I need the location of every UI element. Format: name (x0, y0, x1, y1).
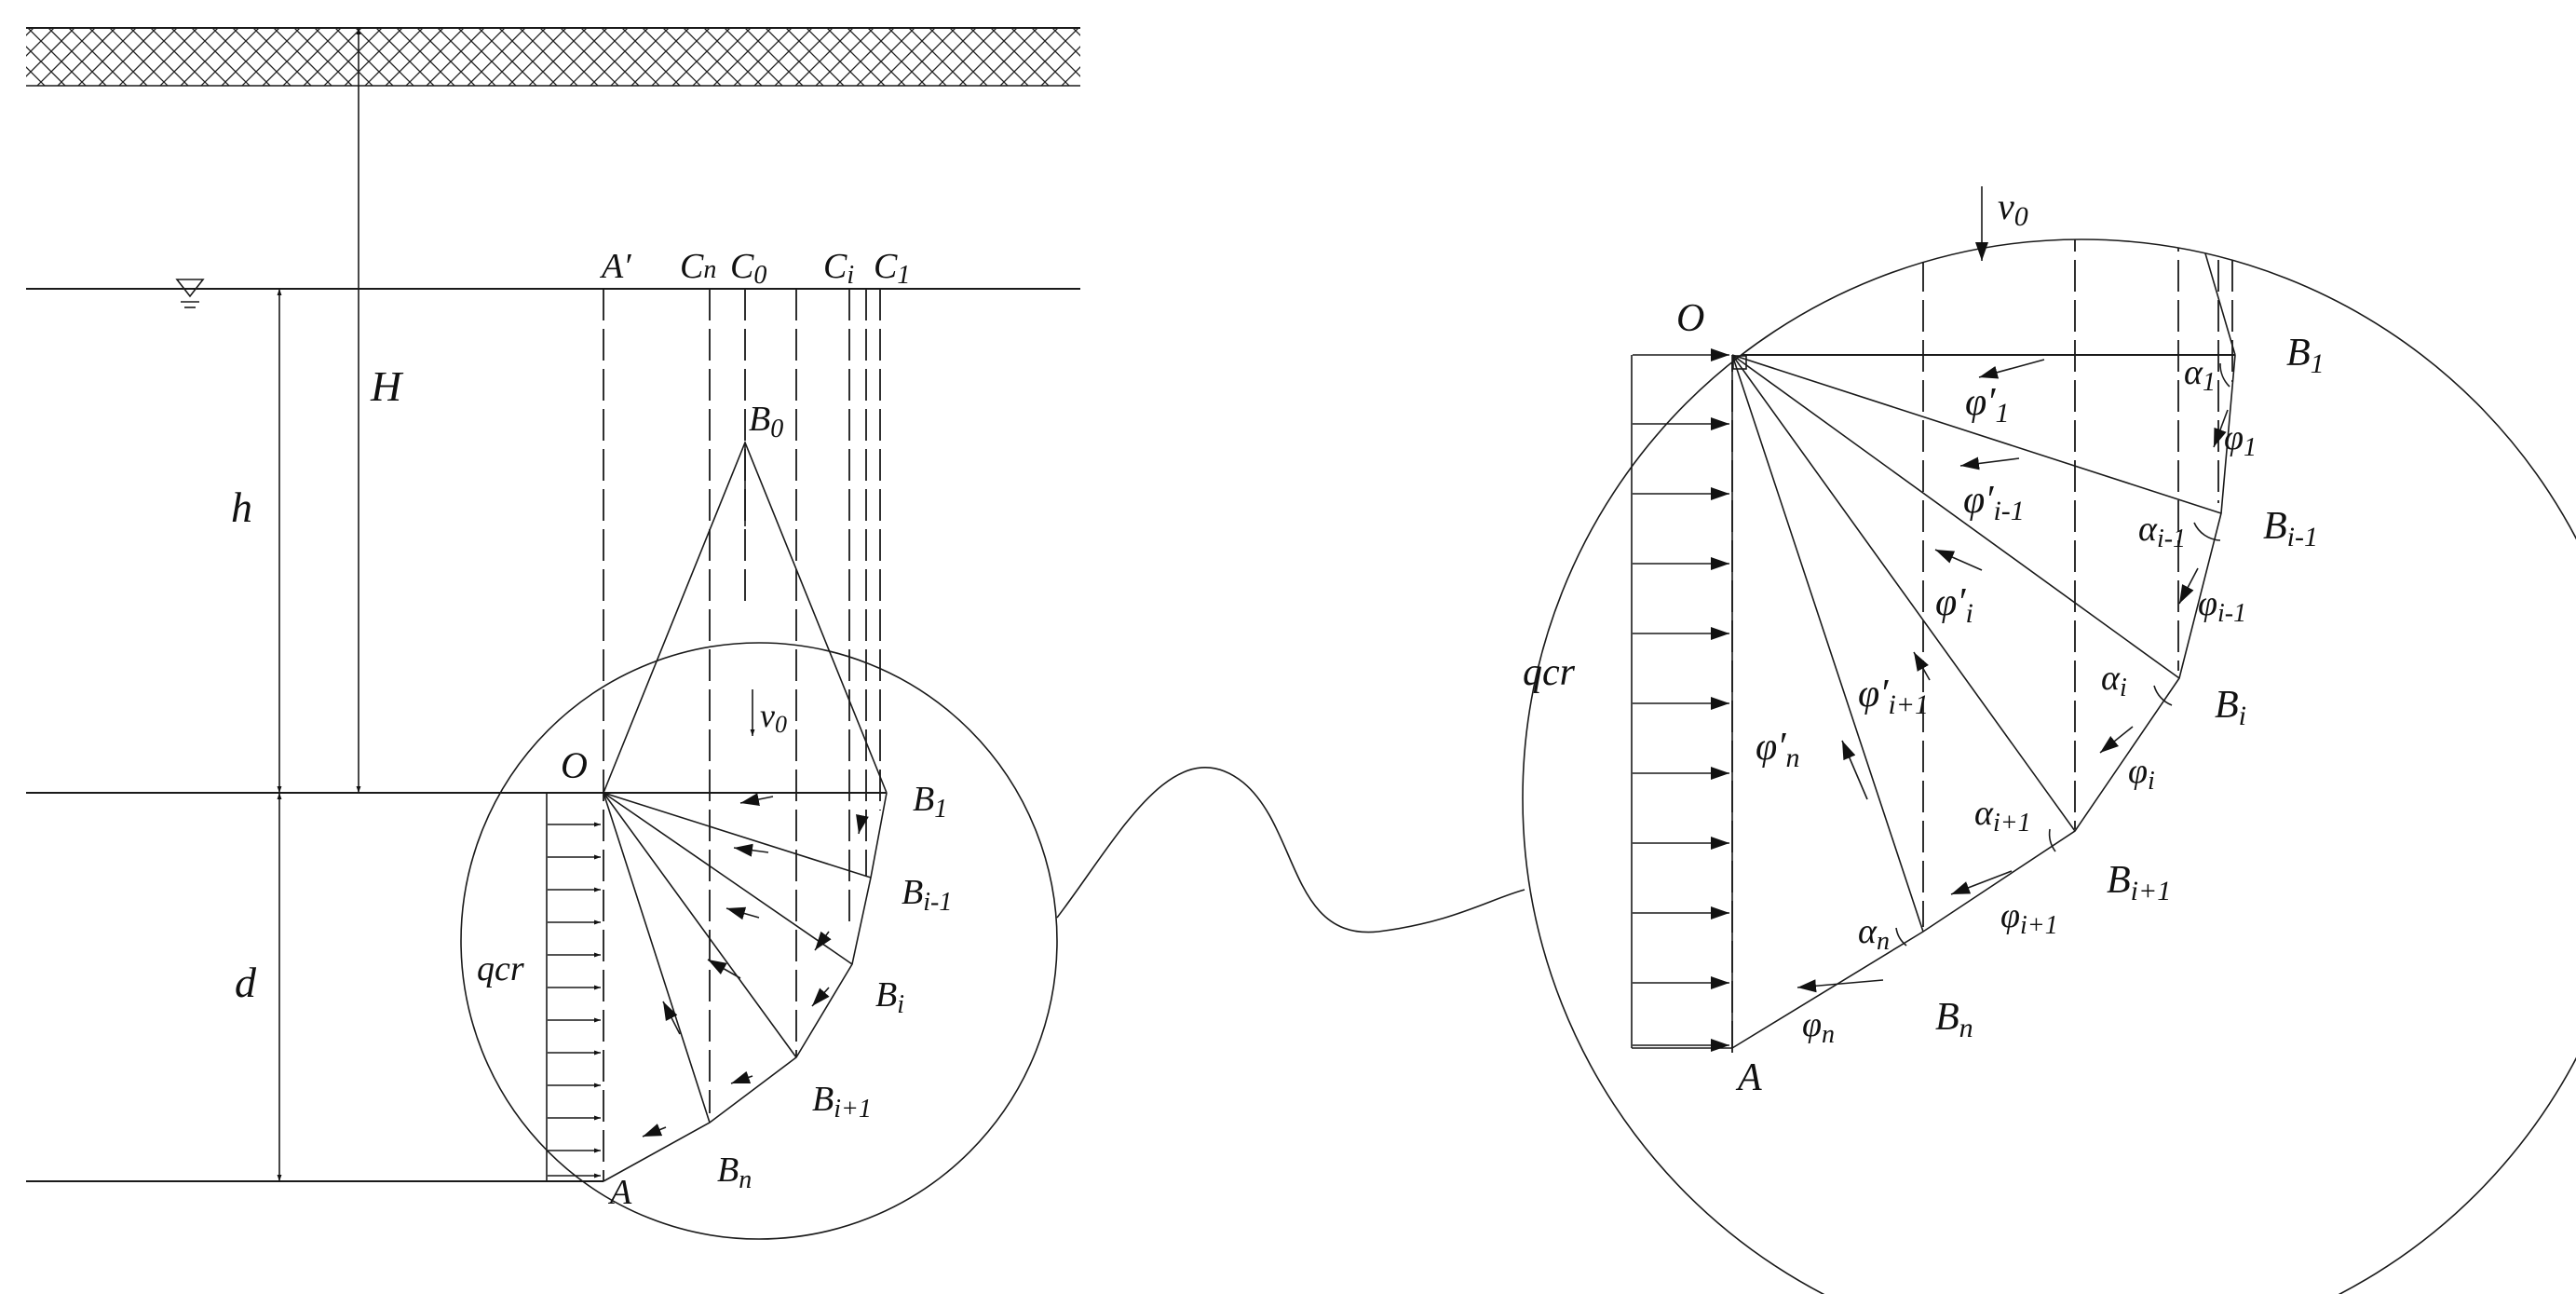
right-angle-mark (1732, 355, 1747, 370)
left-section (26, 27, 1525, 1240)
label-A-left: A (607, 1173, 632, 1212)
label-qcr-left: qcr (477, 949, 524, 988)
label-Bim1-left: Bi-1 (902, 873, 952, 917)
label-qcr-right: qcr (1523, 651, 1576, 694)
label-phi-ip1: φi+1 (2000, 896, 2058, 940)
label-Bn-right: Bn (1935, 996, 1973, 1043)
label-Bi-left: Bi (875, 975, 904, 1019)
label-alpha-ip1: αi+1 (1974, 794, 2031, 838)
right-detail (1522, 186, 2576, 1294)
label-B1-left: B1 (913, 780, 947, 824)
label-phi-p-1: φ′1 (1965, 381, 2009, 429)
radial-lines-left (603, 792, 872, 1124)
detail-circle-right (1522, 238, 2576, 1294)
label-B1-right: B1 (2286, 332, 2325, 379)
label-Bi-right: Bi (2215, 684, 2246, 731)
inclined-line-O (1731, 239, 1803, 356)
label-phi-p-ip1: φ′i+1 (1858, 673, 1929, 720)
label-C0: C0 (730, 247, 766, 290)
radial-lines-right (1731, 354, 2222, 933)
label-d: d (235, 959, 257, 1006)
ground-surface-hatch (26, 28, 1080, 86)
label-Bim1-right: Bi-1 (2263, 505, 2318, 552)
label-C1: C1 (874, 247, 910, 290)
label-phi-p-im1: φ′i-1 (1963, 479, 2025, 526)
velocity-arrows-right (1796, 359, 2229, 993)
label-Ci: Ci (823, 247, 854, 290)
label-H: H (370, 362, 404, 410)
inclined-line-B1 (2176, 239, 2236, 356)
connector-curve (1056, 767, 1525, 933)
velocity-arrows-left (642, 793, 869, 1137)
label-phi-im1: φi-1 (2198, 584, 2246, 628)
label-phi-1: φ1 (2224, 418, 2257, 462)
slip-surface-right (1731, 354, 2236, 1049)
labels-right: v0 O B1 φ′1 α1 φ1 φ′i-1 αi-1 Bi-1 φ′i φi… (1523, 185, 2325, 1099)
label-h: h (231, 484, 252, 531)
label-v0-right: v0 (1998, 185, 2028, 232)
label-alpha-n: αn (1858, 912, 1890, 956)
labels-left: A′ Cn C0 Ci C1 H h d B0 O v0 qcr B1 Bi-1… (231, 247, 952, 1212)
label-Bip1-right: Bi+1 (2107, 859, 2171, 906)
label-alpha-i: αi (2101, 659, 2127, 702)
label-A-prime: A′ (599, 247, 631, 286)
pressure-distribution-right (1631, 348, 1733, 1052)
label-O-right: O (1676, 297, 1704, 340)
detail-circle-left (460, 642, 1058, 1240)
label-Bip1-left: Bi+1 (812, 1080, 872, 1124)
label-alpha-im1: αi-1 (2138, 510, 2186, 553)
label-phi-i: φi (2128, 752, 2155, 796)
label-v0-left: v0 (760, 697, 787, 738)
angle-arcs (1895, 362, 2230, 947)
label-alpha-1: α1 (2184, 353, 2216, 397)
label-phi-n: φn (1802, 1005, 1835, 1049)
label-phi-p-i: φ′i (1935, 581, 1973, 629)
label-A-right: A (1735, 1056, 1762, 1099)
label-O-left: O (561, 744, 588, 786)
pressure-distribution-left (546, 793, 601, 1181)
slip-surface-left (603, 792, 888, 1182)
label-Cn: Cn (680, 247, 716, 286)
label-Bn-left: Bn (717, 1151, 752, 1194)
label-B0: B0 (749, 400, 783, 443)
water-table-symbol (175, 279, 205, 308)
label-phi-p-n: φ′n (1756, 726, 1799, 773)
